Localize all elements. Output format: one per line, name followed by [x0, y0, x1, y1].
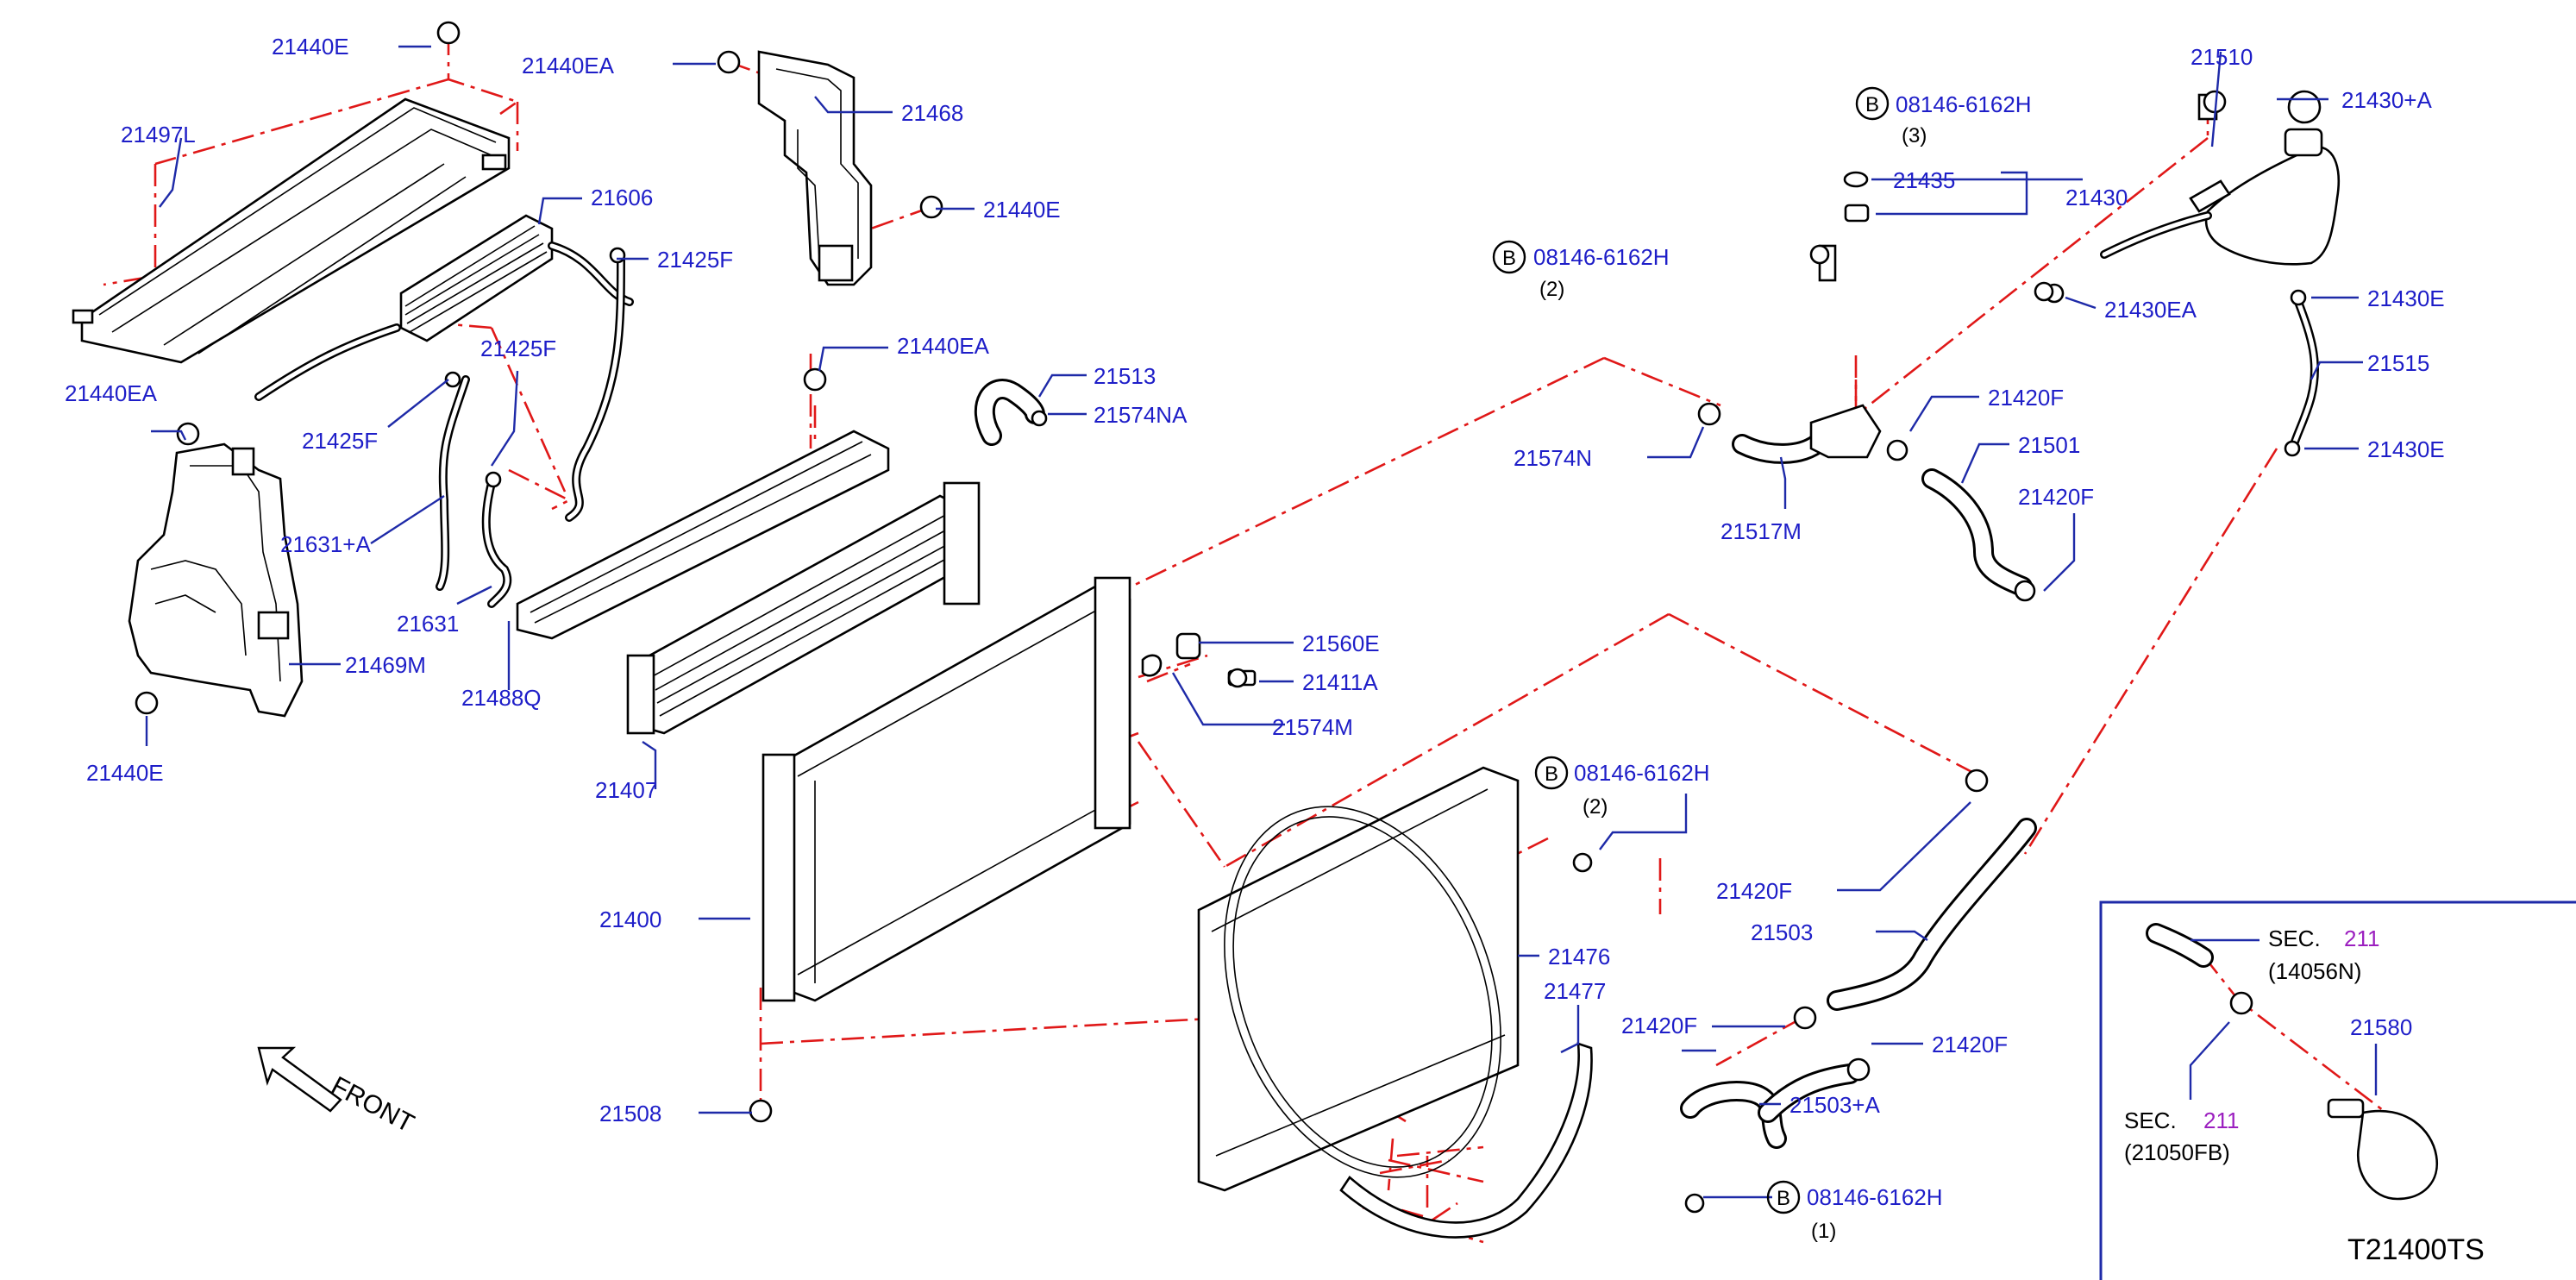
inset-sec-a-ref: (14056N): [2268, 958, 2361, 984]
seal-21488Q: [516, 430, 890, 640]
small-fittings: [1141, 632, 1257, 688]
part-drawings: [72, 21, 2439, 1239]
bracket-21468: [757, 50, 873, 286]
label-21503: 21503: [1751, 919, 1813, 945]
label-21425F-c: 21425F: [302, 428, 378, 454]
inset-sec-a-number: 211: [2344, 925, 2379, 951]
label-21476: 21476: [1548, 944, 1610, 969]
label-21420F-e: 21420F: [1932, 1032, 2008, 1057]
bolt-marker-b2b: B: [1545, 762, 1558, 786]
inset-sec-b-number: 211: [2203, 1107, 2239, 1133]
bolt-qty-b2a: (2): [1539, 278, 1564, 301]
front-arrow-icon: [257, 1046, 342, 1113]
label-21510: 21510: [2191, 44, 2253, 70]
label-21435: 21435: [1893, 167, 1955, 193]
inset-drawings: [2146, 923, 2439, 1201]
upper-shroud-21497L: [72, 97, 511, 364]
outlet-21517M: [1697, 402, 1882, 464]
reservoir-21510: [2100, 90, 2341, 266]
fan-shroud-21476: [1197, 766, 1520, 1192]
bolt-qty-b1: (1): [1811, 1220, 1836, 1243]
label-21508: 21508: [599, 1101, 661, 1126]
lower-shroud-21469M: [128, 442, 304, 718]
hose-21513: [974, 379, 1048, 446]
label-21440EA-mid: 21440EA: [897, 333, 990, 359]
bolt-marker-b1: B: [1777, 1187, 1790, 1210]
label-21430E-b: 21430E: [2367, 436, 2445, 462]
condenser-21407: [626, 481, 981, 735]
label-21420F-d: 21420F: [1621, 1013, 1697, 1038]
label-21420F-a: 21420F: [1988, 385, 2064, 411]
label-21477: 21477: [1544, 978, 1606, 1004]
label-21425F-a: 21425F: [657, 247, 733, 273]
label-21411A: 21411A: [1302, 669, 1378, 695]
bolt-qty-b3: (3): [1902, 124, 1927, 147]
bolt-marker-b3: B: [1865, 93, 1879, 116]
label-21513: 21513: [1094, 363, 1156, 389]
label-21440E-bottom: 21440E: [86, 760, 164, 786]
label-21400: 21400: [599, 907, 661, 932]
label-21430: 21430: [2065, 185, 2128, 210]
inset-sec-b-ref: (21050FB): [2124, 1139, 2230, 1165]
label-21574M: 21574M: [1272, 714, 1353, 740]
labels: 21440E 21440EA 21497L 21468 21606 21440E…: [65, 34, 2485, 1266]
label-21631: 21631: [397, 611, 459, 637]
label-21440E-mid: 21440E: [983, 197, 1061, 223]
label-21469M: 21469M: [345, 652, 426, 678]
hose-21501: [1886, 439, 2036, 602]
bolt-markers: [1492, 86, 1890, 1214]
front-label: FRONT: [327, 1071, 419, 1139]
hose-21503A: [1680, 1057, 1871, 1214]
leader-lines: [145, 45, 2378, 1199]
label-21580: 21580: [2350, 1014, 2412, 1040]
bolts-clips: [135, 21, 2227, 873]
label-21574N: 21574N: [1514, 445, 1592, 471]
label-21517M: 21517M: [1720, 518, 1802, 544]
oil-cooler-hoses: [436, 247, 626, 608]
hose-21515: [2284, 289, 2320, 457]
label-21440EA-top: 21440EA: [522, 53, 615, 78]
label-21497L: 21497L: [121, 122, 196, 147]
diagram-code: T21400TS: [2347, 1233, 2485, 1266]
label-21430A: 21430+A: [2341, 87, 2432, 113]
label-21606: 21606: [591, 185, 653, 210]
label-21420F-c: 21420F: [1716, 878, 1792, 904]
label-21503A: 21503+A: [1789, 1092, 1880, 1118]
inset-sec-b-word: SEC.: [2124, 1107, 2177, 1133]
label-21468: 21468: [901, 100, 963, 126]
inset-sec-a-word: SEC.: [2268, 925, 2321, 951]
bolt-qty-b2b: (2): [1583, 795, 1608, 819]
ring-21477: [1339, 1042, 1593, 1239]
label-21631A: 21631+A: [280, 531, 371, 557]
label-21430EA: 21430EA: [2104, 297, 2197, 323]
label-21501: 21501: [2018, 432, 2080, 458]
label-21574NA: 21574NA: [1094, 402, 1188, 428]
bolt-number-b2a: 08146-6162H: [1533, 244, 1670, 270]
label-21420F-b: 21420F: [2018, 484, 2094, 510]
bolt-number-b3: 08146-6162H: [1896, 91, 2032, 117]
label-21560E: 21560E: [1302, 631, 1380, 656]
label-21407: 21407: [595, 777, 657, 803]
label-21430E-a: 21430E: [2367, 285, 2445, 311]
hose-21503: [1793, 769, 2037, 1030]
label-21440EA-left: 21440EA: [65, 380, 158, 406]
label-21440E-top: 21440E: [272, 34, 349, 60]
label-21425F-b: 21425F: [480, 336, 556, 361]
bolt-number-b2b: 08146-6162H: [1574, 760, 1710, 786]
bolt-number-b1: 08146-6162H: [1807, 1184, 1943, 1210]
label-21515: 21515: [2367, 350, 2429, 376]
bolt-marker-b2a: B: [1502, 247, 1516, 270]
inset-frame: [2099, 900, 2576, 1280]
label-21488Q: 21488Q: [461, 685, 542, 711]
radiator-21400: [749, 576, 1131, 1123]
